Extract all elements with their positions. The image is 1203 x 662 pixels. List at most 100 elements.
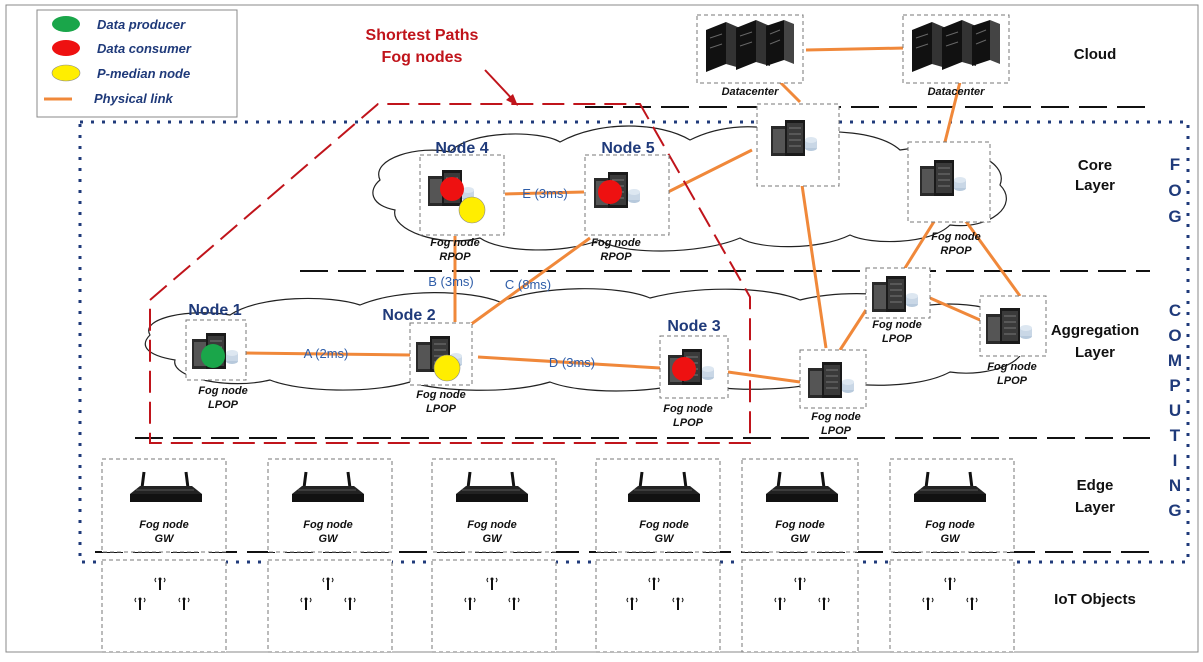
gateway-1: Fog node GW [101, 458, 227, 553]
legend-producer-label: Data producer [97, 17, 186, 32]
agg-upper-fog-label: Fog node [872, 319, 922, 331]
legend-producer-swatch [52, 16, 80, 32]
datacenter-1: Datacenter [696, 14, 804, 98]
gateway-3-fog-label: Fog node [467, 519, 517, 531]
shortest-paths-region [149, 103, 751, 444]
node-2: Node 2 Fog node LPOP [382, 307, 473, 415]
datacenter-2-label: Datacenter [928, 86, 986, 98]
gateway-5: Fog node GW [741, 458, 859, 553]
gateway-4-fog-label: Fog node [639, 519, 689, 531]
layer-aggregation-label-2: Layer [1075, 344, 1115, 361]
datacenter-2: Datacenter [902, 14, 1010, 98]
fog-letter-3: G [1168, 207, 1181, 226]
iot-group-3-box [431, 559, 557, 653]
node-4: Node 4 Fog node RPOP [419, 140, 505, 263]
link-n3-agg [727, 370, 801, 384]
node-1: Node 1 Fog node LPOP [185, 302, 248, 411]
link-lpop-lpop3 [929, 296, 981, 322]
layer-edge-label-2: Layer [1075, 499, 1115, 516]
node-3-title: Node 3 [667, 318, 720, 335]
gateway-2: Fog node GW [267, 458, 393, 553]
iot-group-6-box [889, 559, 1015, 653]
core-node-center [756, 103, 840, 187]
aggregation-cloud-shape [144, 288, 1024, 392]
layer-iot-label: IoT Objects [1054, 591, 1136, 608]
node-3: Node 3 Fog node LPOP [659, 318, 729, 429]
gateway-1-gw-label: GW [155, 533, 176, 545]
iot-groups [101, 559, 1015, 653]
node-1-title: Node 1 [188, 302, 241, 319]
node-1-fog-label: Fog node [198, 385, 248, 397]
legend: Data producer Data consumer P-median nod… [36, 9, 238, 118]
gateway-3: Fog node GW [431, 458, 557, 553]
datacenter-1-label: Datacenter [722, 86, 780, 98]
link-e [504, 190, 585, 196]
layer-cloud-label: Cloud [1074, 46, 1117, 63]
iot-group-2-box [267, 559, 393, 653]
link-e-label: E (3ms) [522, 186, 568, 201]
gateway-6: Fog node GW [889, 458, 1015, 553]
gateway-2-box [267, 458, 393, 553]
gateway-3-box [431, 458, 557, 553]
link-dc2-core [943, 81, 962, 143]
highlight-arrowhead [506, 94, 518, 106]
legend-pmedian-label: P-median node [97, 66, 190, 81]
computing-letter-9: G [1168, 501, 1181, 520]
highlight-title-line2: Fog nodes [382, 49, 463, 66]
gateway-3-gw-label: GW [483, 533, 504, 545]
node-4-pmedian-dot [458, 196, 486, 224]
node-5-title: Node 5 [601, 140, 654, 157]
gateway-1-fog-label: Fog node [139, 519, 189, 531]
link-dc-dc [805, 46, 906, 52]
core-right-rpop-label: RPOP [940, 245, 972, 257]
gateway-6-box [889, 458, 1015, 553]
layer-core-label-2: Layer [1075, 177, 1115, 194]
link-d-label: D (3ms) [549, 355, 595, 370]
agg-right-fog-label: Fog node [987, 361, 1037, 373]
link-a-label: A (2ms) [304, 346, 349, 361]
layer-edge-label-1: Edge [1077, 477, 1114, 494]
gateway-4-box [595, 458, 721, 553]
link-lpop-lpop [838, 309, 868, 351]
link-rpop-lpop [903, 219, 937, 269]
link-a [244, 351, 411, 357]
node-4-title: Node 4 [435, 140, 488, 157]
agg-node-right: Fog node LPOP [979, 295, 1047, 387]
agg-upper-lpop-label: LPOP [882, 333, 913, 345]
computing-letter-8: N [1169, 476, 1181, 495]
link-c-label: C (8ms) [505, 277, 551, 292]
fog-letter-2: O [1168, 181, 1181, 200]
link-rpop-lpop2 [963, 219, 1022, 297]
gateway-6-fog-label: Fog node [925, 519, 975, 531]
iot-group-1-box [101, 559, 227, 653]
agg-node-lower: Fog node LPOP [799, 349, 867, 437]
gateway-5-gw-label: GW [791, 533, 812, 545]
gateway-6-gw-label: GW [941, 533, 962, 545]
gateway-4: Fog node GW [595, 458, 721, 553]
node-2-title: Node 2 [382, 307, 435, 324]
physical-links [244, 46, 1022, 384]
layer-core-label-1: Core [1078, 157, 1112, 174]
node-4-consumer-dot [440, 177, 464, 201]
node-4-fog-label: Fog node [430, 237, 480, 249]
highlight-title-line1: Shortest Paths [366, 27, 479, 44]
legend-consumer-swatch [52, 40, 80, 56]
gateway-5-fog-label: Fog node [775, 519, 825, 531]
legend-consumer-label: Data consumer [97, 41, 192, 56]
node-5-rpop-label: RPOP [600, 251, 632, 263]
gateway-1-box [101, 458, 227, 553]
gateway-5-box [741, 458, 859, 553]
iot-group-4-box [595, 559, 721, 653]
computing-letter-1: C [1169, 301, 1181, 320]
computing-letter-3: M [1168, 351, 1182, 370]
node-3-lpop-label: LPOP [673, 417, 704, 429]
node-3-fog-label: Fog node [663, 403, 713, 415]
legend-pmedian-swatch [51, 64, 81, 82]
fog-letter-1: F [1170, 155, 1180, 174]
node-2-pmedian-dot [433, 354, 461, 382]
legend-link-label: Physical link [94, 91, 174, 106]
node-5-consumer-dot [598, 180, 622, 204]
link-core-agg [800, 184, 828, 349]
link-n5-core [667, 148, 753, 194]
